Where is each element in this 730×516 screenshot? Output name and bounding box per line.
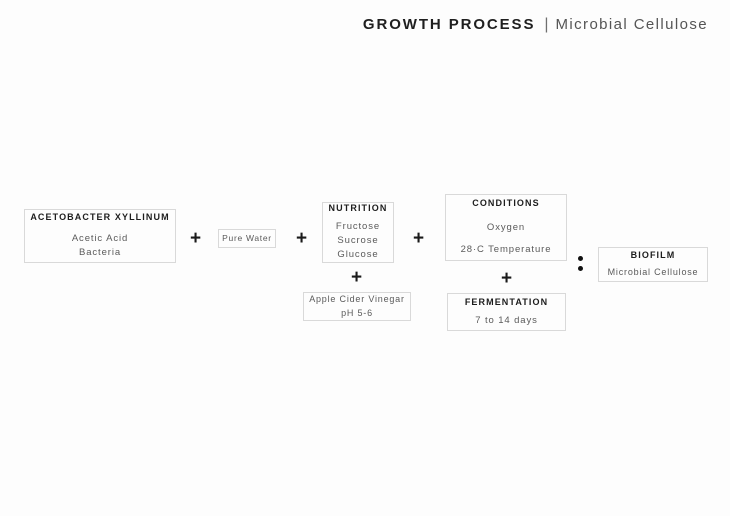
plus-operator-4: + <box>351 267 363 288</box>
box-fermentation: FERMENTATION 7 to 14 days <box>447 293 566 331</box>
plus-operator-3: + <box>413 228 425 249</box>
box-conditions-body: Oxygen 28·C Temperature <box>461 221 552 258</box>
box-acetobacter-body: Acetic Acid Bacteria <box>72 232 128 260</box>
box-nutrition-line-1: Fructose <box>335 221 381 233</box>
plus-operator-1: + <box>190 228 202 249</box>
box-vinegar-line-1: Apple Cider Vinegar <box>309 294 405 305</box>
box-fermentation-title: FERMENTATION <box>464 296 549 307</box>
box-pure-water: Pure Water <box>218 229 276 248</box>
box-fermentation-body: 7 to 14 days <box>475 314 538 328</box>
title-separator: | <box>544 16 549 33</box>
equals-dot-bottom <box>578 266 583 271</box>
box-biofilm: BIOFILM Microbial Cellulose <box>598 247 708 282</box>
plus-operator-5: + <box>501 268 513 289</box>
title-subtitle: Microbial Cellulose <box>555 16 708 33</box>
box-biofilm-title: BIOFILM <box>630 249 676 260</box>
title-main: GROWTH PROCESS <box>362 16 536 33</box>
box-acetobacter-title: ACETOBACTER XYLLINUM <box>30 212 170 223</box>
box-nutrition: NUTRITION Fructose Sucrose Glucose <box>322 202 394 263</box>
box-biofilm-line-1: Microbial Cellulose <box>607 267 699 278</box>
box-acetobacter-line-2: Bacteria <box>78 246 122 258</box>
box-nutrition-title: NUTRITION <box>328 203 388 214</box>
box-vinegar-line-2: pH 5-6 <box>341 307 373 318</box>
box-nutrition-line-3: Glucose <box>337 248 379 260</box>
box-acetobacter-xyllinum: ACETOBACTER XYLLINUM Acetic Acid Bacteri… <box>24 209 176 263</box>
page-title: GROWTH PROCESS | Microbial Cellulose <box>363 16 708 34</box>
box-biofilm-body: Microbial Cellulose <box>608 266 699 279</box>
box-acetobacter-line-1: Acetic Acid <box>71 233 129 245</box>
box-nutrition-line-2: Sucrose <box>337 235 379 247</box>
box-pure-water-label: Pure Water <box>222 233 272 244</box>
equals-dot-top <box>578 256 583 261</box>
box-conditions-title: CONDITIONS <box>472 197 540 208</box>
box-conditions-line-1: Oxygen <box>486 221 526 233</box>
plus-operator-2: + <box>296 228 308 249</box>
box-conditions: CONDITIONS Oxygen 28·C Temperature <box>445 194 567 261</box>
equals-operator-icon <box>578 256 583 271</box>
box-apple-cider-vinegar: Apple Cider Vinegar pH 5-6 <box>303 292 411 321</box>
box-nutrition-body: Fructose Sucrose Glucose <box>336 220 380 261</box>
box-conditions-line-2: 28·C Temperature <box>460 244 552 256</box>
box-fermentation-line-1: 7 to 14 days <box>475 314 538 326</box>
